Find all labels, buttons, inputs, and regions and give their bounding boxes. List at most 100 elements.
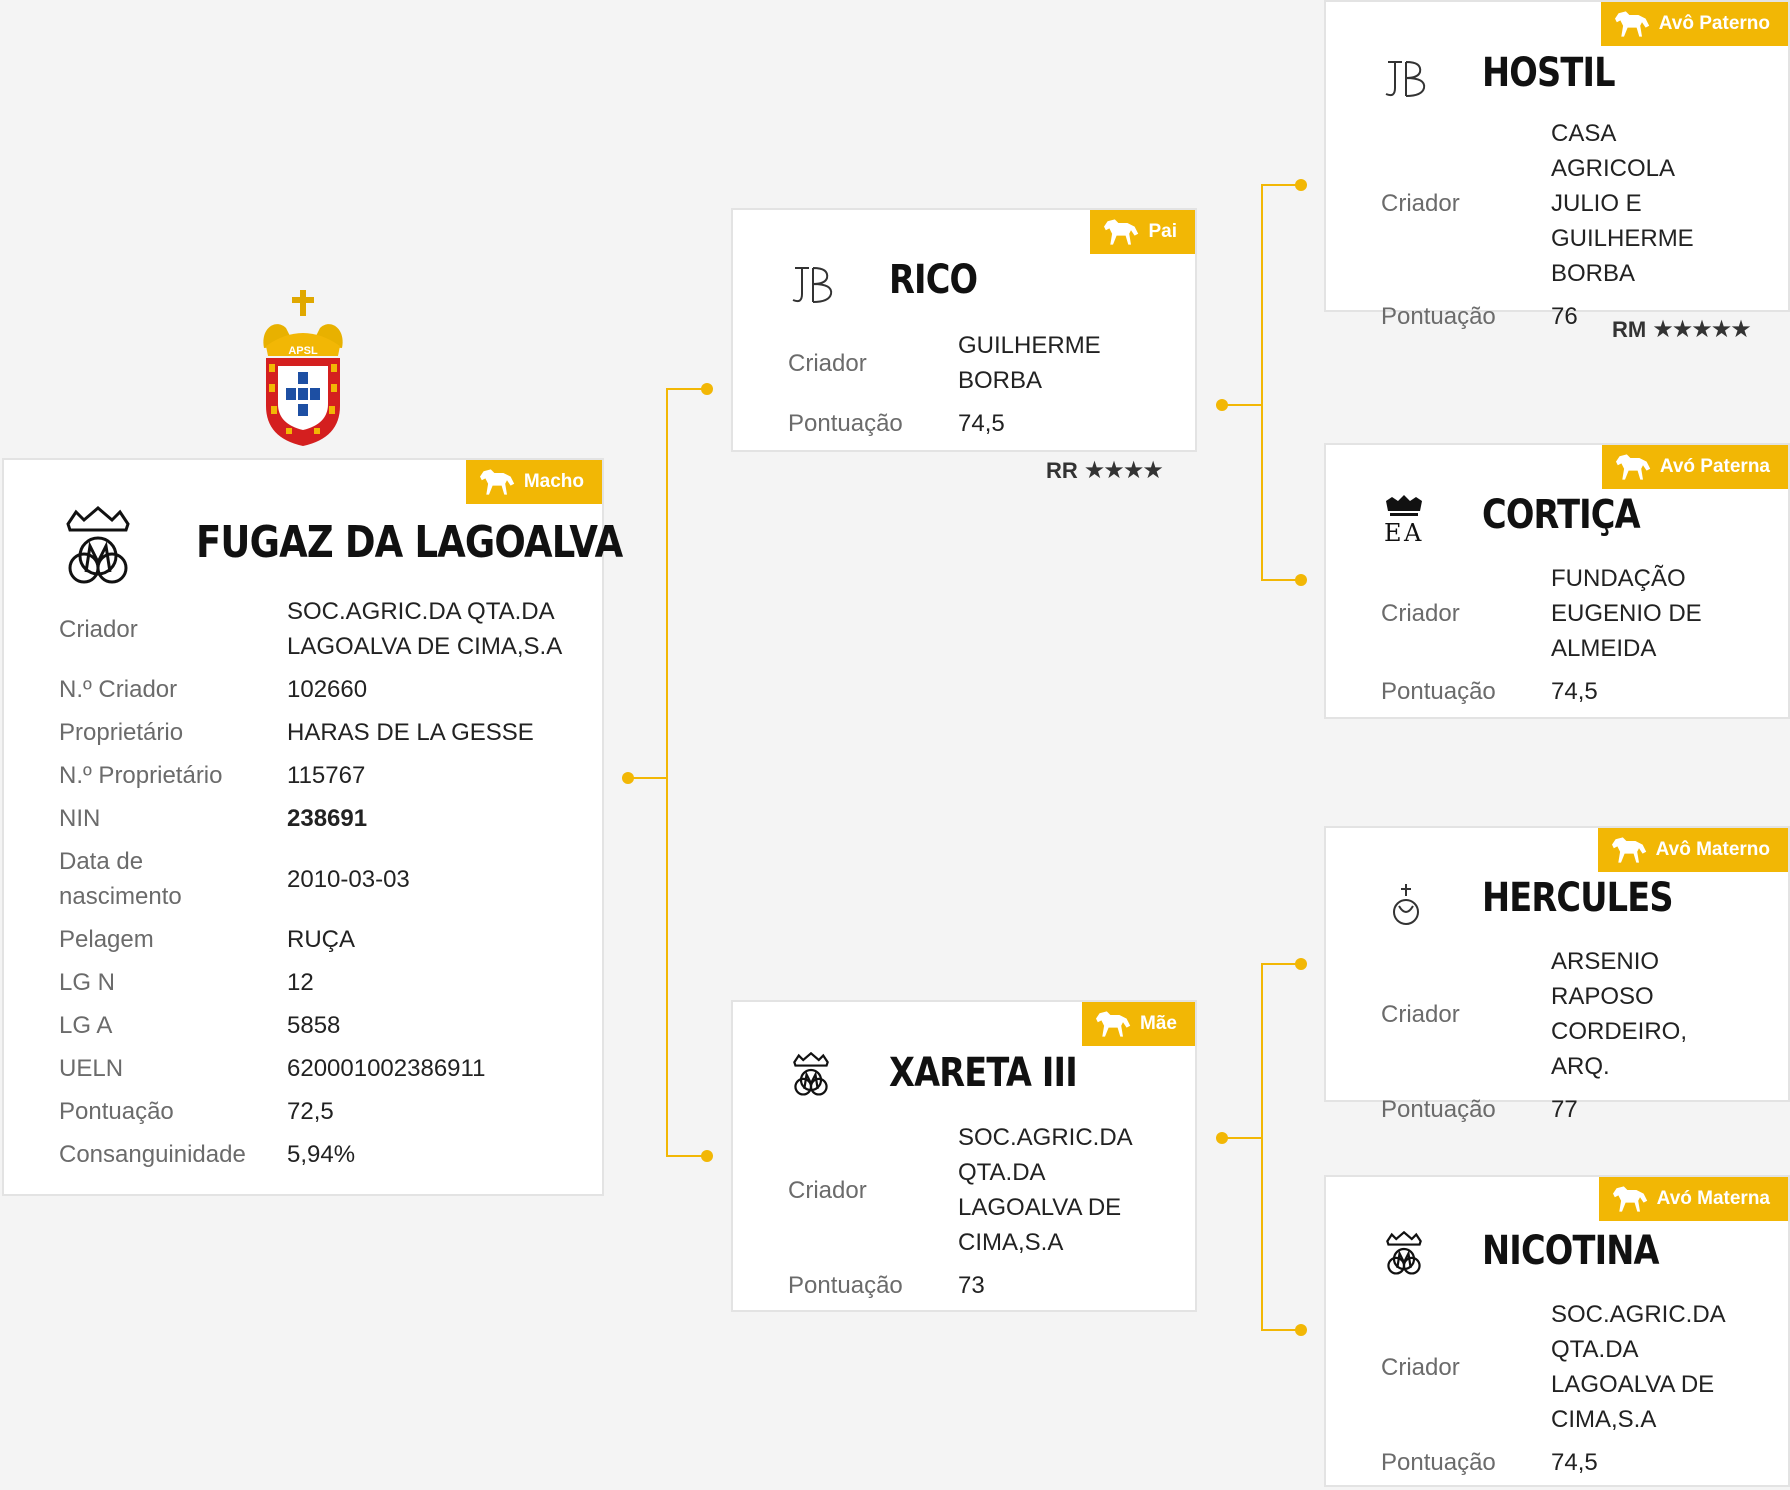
detail-value: 115767	[287, 762, 366, 789]
detail-label: Pontuação	[1381, 1449, 1496, 1476]
horse-icon	[1611, 837, 1646, 863]
svg-text:E: E	[1384, 519, 1402, 543]
rating-stars-icon: ★★★★	[1083, 457, 1164, 484]
detail-row: Pontuação 73	[788, 1264, 1131, 1307]
jb-monogram-icon	[792, 267, 833, 303]
detail-value: 73	[958, 1272, 985, 1299]
horse-icon	[1096, 1011, 1131, 1037]
cross-crescent-icon	[1393, 884, 1419, 925]
horse-name: XARETA III	[889, 1050, 1078, 1096]
detail-value: HARAS DE LA GESSE	[287, 719, 534, 746]
horse-name: HOSTIL	[1482, 50, 1616, 96]
detail-label: NIN	[59, 805, 101, 832]
detail-value: 77	[1551, 1096, 1578, 1123]
detail-label: Proprietário	[59, 719, 184, 746]
detail-label: Pelagem	[59, 926, 154, 953]
detail-label: N.º Criador	[59, 676, 178, 703]
subject-details: Criador SOC.AGRIC.DA QTA.DA LAGOALVA DE C…	[59, 590, 567, 1176]
detail-label: N.º Proprietário	[59, 762, 223, 789]
rating-stars-icon: ★★★★★	[1652, 316, 1752, 343]
crowned-ea-icon: E A	[1384, 495, 1422, 543]
horse-icon	[479, 469, 515, 495]
badge-label: Pai	[1148, 221, 1177, 242]
sex-badge: Macho	[465, 460, 602, 504]
detail-label: Data de nascimento	[59, 848, 182, 910]
sire-rating: RR ★★★★	[1046, 456, 1164, 485]
role-badge: Pai	[1090, 210, 1195, 254]
detail-label: Pontuação	[1381, 1096, 1496, 1123]
apsl-crest-icon: APSL	[263, 290, 343, 446]
horse-name: RICO	[889, 257, 978, 303]
badge-label: Avó Paterna	[1659, 456, 1770, 477]
detail-value: 102660	[287, 676, 368, 703]
detail-row: Consanguinidade 5,94%	[59, 1133, 567, 1176]
detail-label: Criador	[59, 615, 138, 643]
detail-row: Pontuação 74,5	[1381, 1441, 1724, 1484]
nin-value: 238691	[287, 805, 368, 832]
role-badge: Avô Materno	[1597, 828, 1788, 872]
badge-label: Mãe	[1140, 1013, 1177, 1034]
detail-label: Pontuação	[1381, 678, 1496, 705]
detail-label: Criador	[1381, 600, 1460, 627]
detail-label: Pontuação	[788, 1272, 903, 1299]
detail-value: SOC.AGRIC.DA QTA.DA LAGOALVA DE CIMA,S.A	[1551, 1301, 1725, 1433]
horse-icon	[1614, 11, 1649, 37]
detail-row: Proprietário HARAS DE LA GESSE	[59, 711, 567, 754]
detail-value: ARSENIO RAPOSO CORDEIRO, ARQ.	[1551, 948, 1688, 1080]
detail-value: RUÇA	[287, 926, 356, 953]
detail-value: SOC.AGRIC.DA QTA.DA LAGOALVA DE CIMA,S.A	[958, 1124, 1132, 1256]
subject-card[interactable]: Macho FUGAZ DA LAGOALVA Criador SOC.AGRIC…	[2, 458, 623, 1196]
apsl-text: APSL	[288, 345, 318, 357]
role-badge: Avó Materna	[1598, 1177, 1788, 1221]
detail-value: 74,5	[958, 410, 1005, 437]
detail-value: SOC.AGRIC.DA QTA.DA LAGOALVA DE CIMA,S.A	[287, 598, 563, 660]
detail-value: 5858	[287, 1012, 341, 1039]
badge-label: Avô Paterno	[1658, 13, 1770, 34]
role-badge: Avô Paterno	[1600, 2, 1788, 46]
detail-label: LG N	[59, 969, 116, 996]
paternal-grandsire-rating: RM ★★★★★	[1612, 315, 1752, 344]
rating-code: RM	[1612, 316, 1647, 342]
detail-value: 5,94%	[287, 1141, 356, 1168]
detail-label: Criador	[1381, 190, 1460, 217]
detail-value: 74,5	[1551, 1449, 1598, 1476]
detail-label: LG A	[59, 1012, 113, 1039]
crowned-monogram-icon	[66, 506, 130, 584]
detail-row: Pontuação 74,5	[788, 402, 1108, 445]
detail-row: Pelagem RUÇA	[59, 918, 567, 961]
detail-label: Pontuação	[1381, 303, 1496, 330]
detail-label: UELN	[59, 1055, 124, 1082]
crowned-monogram-icon	[793, 1052, 829, 1096]
horse-name: FUGAZ DA LAGOALVA	[196, 516, 623, 568]
detail-label: Pontuação	[788, 410, 903, 437]
detail-row: N.º Criador 102660	[59, 668, 567, 711]
detail-row: LG N 12	[59, 961, 567, 1004]
detail-value: 72,5	[287, 1098, 334, 1125]
jb-monogram-icon	[1385, 61, 1426, 97]
detail-label: Consanguinidade	[59, 1141, 246, 1168]
horse-icon	[1612, 1186, 1647, 1212]
detail-value: 12	[287, 969, 314, 996]
detail-row: LG A 5858	[59, 1004, 567, 1047]
